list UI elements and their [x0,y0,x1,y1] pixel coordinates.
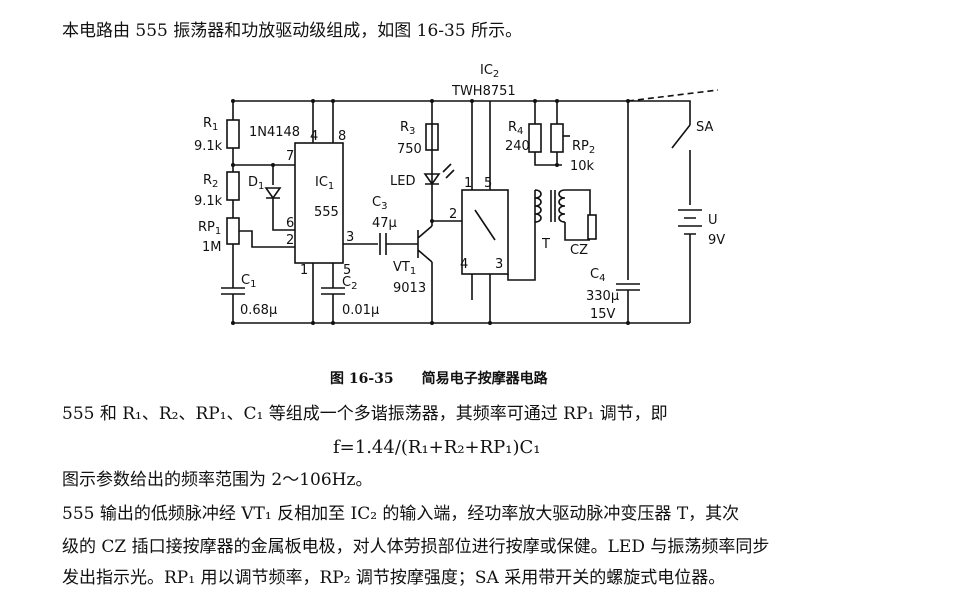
rp1-value: 1M [202,240,222,255]
ic2-label: IC2 [480,63,499,80]
r4-resistor [528,123,542,153]
u-value: 9V [708,233,725,248]
d1-label: D1 [248,175,264,192]
c1-value: 0.68μ [240,303,277,318]
rp2-potentiometer [550,123,564,153]
c3-value: 47μ [372,216,397,231]
u-label: U [708,213,718,228]
vt1-part: 9013 [393,281,426,296]
ic1-pin4: 4 [310,129,318,144]
c2-label: C2 [342,275,357,292]
r4-label: R4 [508,120,523,137]
paragraph-description-line1: 555 输出的低频脉冲经 VT₁ 反相加至 IC₂ 的输入端，经功率放大驱动脉冲… [62,504,740,524]
r2-label: R2 [203,173,218,190]
ic1-pin2: 2 [286,233,294,248]
ic2-twh8751-box [461,189,509,275]
r2-value: 9.1k [194,194,223,209]
cz-socket [587,214,597,240]
d1-part: 1N4148 [249,125,300,140]
rp2-value: 10k [570,159,595,174]
battery-u [678,209,702,235]
r1-resistor [226,119,240,149]
vt1-transistor [417,225,433,263]
paragraph-description-line3: 发出指示光。RP₁ 用以调节频率，RP₂ 调节按摩强度；SA 采用带开关的螺旋式… [62,568,726,588]
c2-value: 0.01μ [342,303,379,318]
c3-label: C3 [372,195,387,212]
vt1-label: VT1 [393,260,416,277]
ic1-pin3: 3 [346,230,354,245]
r4-value: 240 [505,139,530,154]
paragraph-oscillator: 555 和 R₁、R₂、RP₁、C₁ 等组成一个多谐振荡器，其频率可通过 RP₁… [62,404,668,424]
r1-label: R1 [203,116,218,133]
led-label: LED [390,174,415,189]
sa-switch [671,124,691,149]
ic1-pin7: 7 [286,149,294,164]
ic2-pin2: 2 [449,207,457,222]
r2-resistor [226,171,240,201]
c1-capacitor [221,287,245,295]
c3-capacitor [379,233,387,255]
rp1-label: RP1 [198,220,221,237]
ic1-part: 555 [314,205,339,220]
ic1-pin8: 8 [338,129,346,144]
c4-voltage: 15V [590,307,616,322]
frequency-formula: f=1.44/(R₁+R₂+RP₁)C₁ [333,437,541,458]
cz-label: CZ [570,243,588,258]
c4-capacitor [616,283,640,291]
r3-value: 750 [397,142,422,157]
led-indicator [423,173,441,186]
ic2-pin1: 1 [464,176,472,191]
ic1-pin1: 1 [300,263,308,278]
ic2-pin4: 4 [460,257,468,272]
ic2-part: TWH8751 [451,84,516,99]
transformer-label: T [541,237,550,252]
top-rail-wire [233,100,691,125]
paragraph-frequency-range: 图示参数给出的频率范围为 2～106Hz。 [62,470,373,490]
ic1-pin5: 5 [343,263,351,278]
c4-label: C4 [590,267,605,284]
r3-label: R3 [400,120,415,137]
r3-resistor [425,123,439,151]
intro-paragraph: 本电路由 555 振荡器和功放驱动级组成，如图 16-35 所示。 [62,21,523,41]
rp2-label: RP2 [572,139,595,156]
ic2-pin5: 5 [484,176,492,191]
r1-value: 9.1k [194,139,223,154]
c4-value: 330μ [586,289,619,304]
sa-label: SA [696,120,713,135]
paragraph-description-line2: 级的 CZ 插口接按摩器的金属板电极，对人体劳损部位进行按摩或保健。LED 与振… [62,537,770,557]
ic1-pin6: 6 [286,216,294,231]
ic1-555-box [294,142,344,264]
c1-label: C1 [241,273,256,290]
transformer-t [534,189,542,223]
figure-caption: 图 16-35 简易电子按摩器电路 [330,371,548,387]
circuit-diagram: R1 9.1k R2 9.1k RP1 1M 1N4148 D1 C1 0.68… [194,63,725,325]
rp1-potentiometer [226,217,240,245]
ic2-pin3: 3 [495,257,503,272]
d1-diode [264,187,282,200]
ic1-label: IC1 [315,175,334,192]
